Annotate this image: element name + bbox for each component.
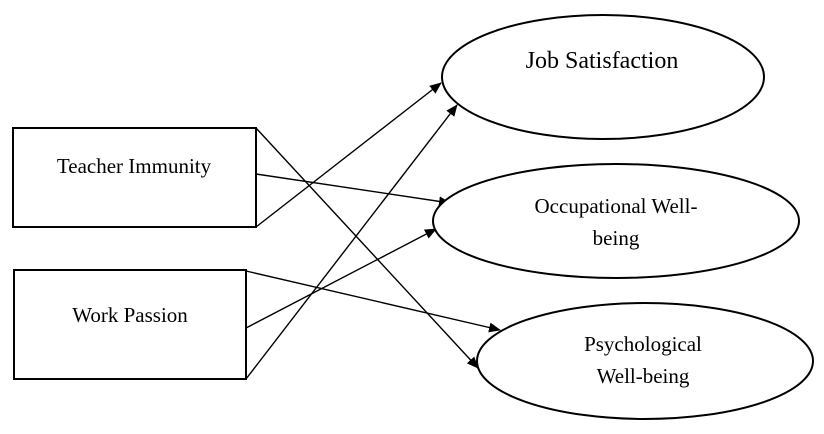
outcome-job-satisfaction: Job Satisfaction bbox=[441, 14, 765, 140]
arrow-work-passion-to-job-satisfaction bbox=[245, 104, 458, 380]
predictor-work-passion: Work Passion bbox=[13, 269, 247, 380]
psychological-well-being-ellipse bbox=[476, 302, 814, 420]
psychological-well-being-label-line1: Psychological bbox=[584, 332, 702, 356]
path-arrows bbox=[245, 82, 501, 380]
outcome-occupational-well-being: Occupational Well- being bbox=[432, 163, 800, 279]
teacher-immunity-label: Teacher Immunity bbox=[57, 154, 212, 178]
arrow-teacher-immunity-to-job-satisfaction bbox=[255, 82, 442, 228]
psychological-well-being-label-line2: Well-being bbox=[597, 364, 690, 388]
occupational-well-being-ellipse bbox=[432, 163, 800, 279]
teacher-immunity-box bbox=[12, 127, 257, 228]
arrow-work-passion-to-occupational-well-being bbox=[245, 228, 437, 329]
occupational-well-being-label-line1: Occupational Well- bbox=[535, 194, 698, 218]
job-satisfaction-ellipse bbox=[441, 14, 765, 140]
outcome-psychological-well-being: Psychological Well-being bbox=[476, 302, 814, 420]
work-passion-box bbox=[13, 269, 247, 380]
arrow-teacher-immunity-to-psychological-well-being bbox=[255, 127, 479, 369]
occupational-well-being-label-line2: being bbox=[593, 226, 640, 250]
work-passion-label: Work Passion bbox=[72, 303, 188, 327]
arrow-teacher-immunity-to-occupational-well-being bbox=[255, 173, 451, 207]
job-satisfaction-label: Job Satisfaction bbox=[526, 48, 679, 74]
arrow-work-passion-to-psychological-well-being bbox=[245, 270, 501, 333]
predictor-teacher-immunity: Teacher Immunity bbox=[12, 127, 257, 228]
